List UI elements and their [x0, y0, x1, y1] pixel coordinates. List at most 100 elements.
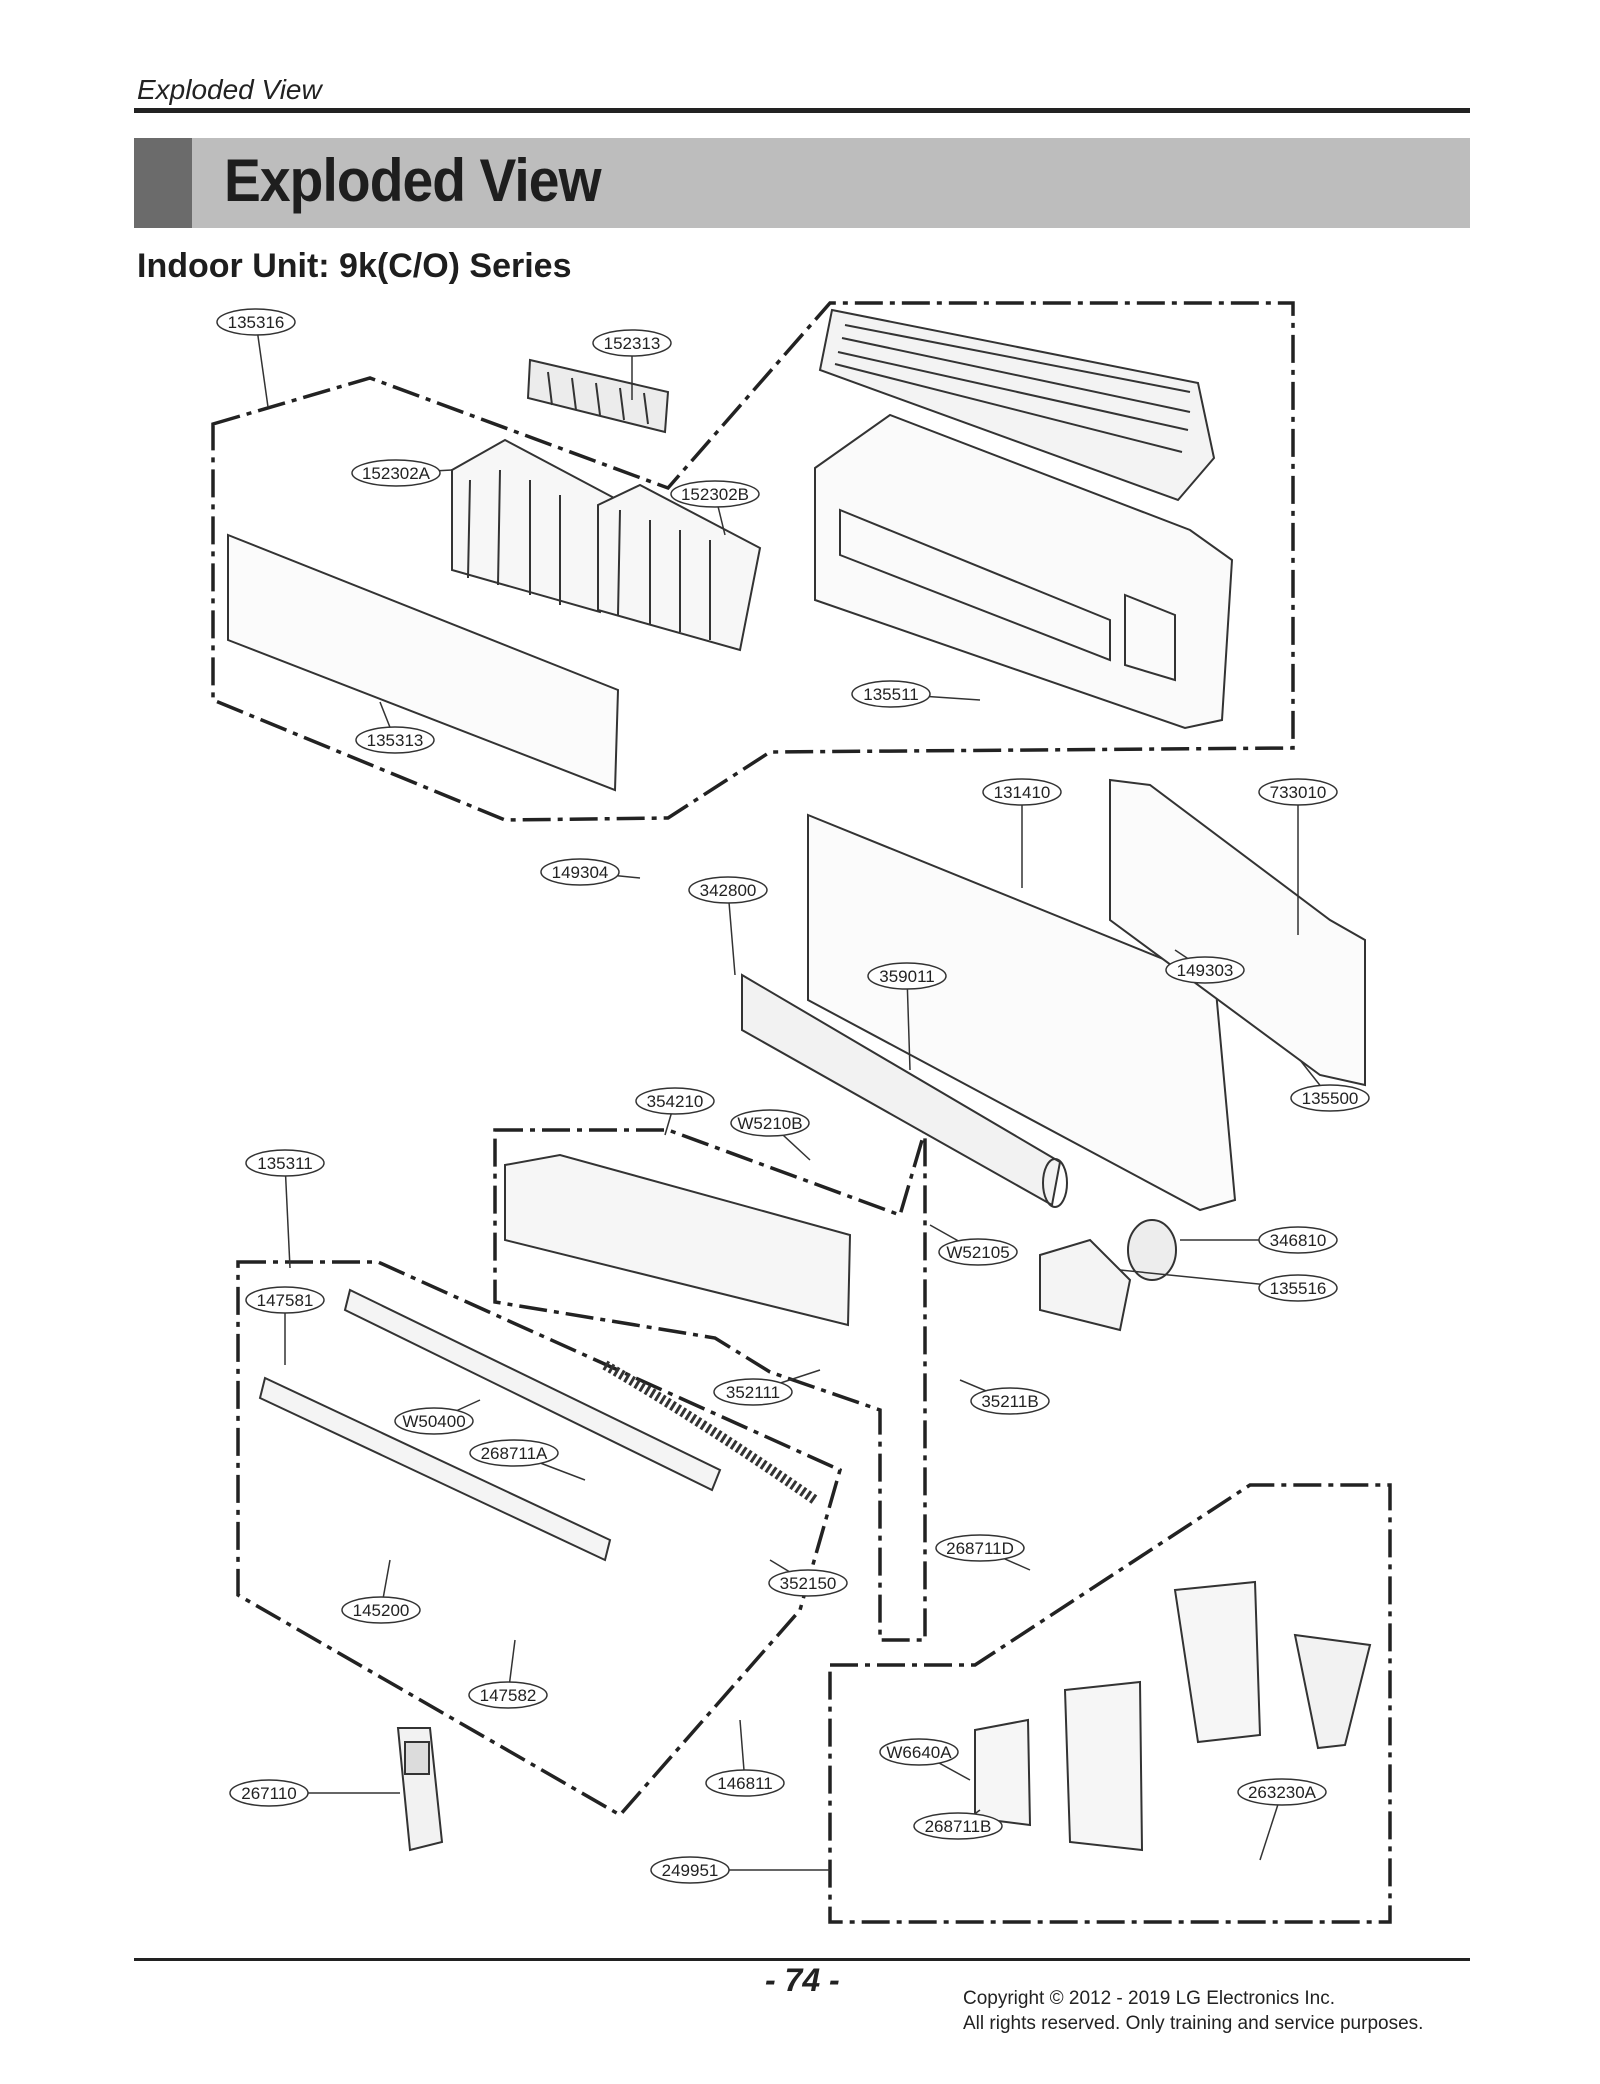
callout-149303: 149303 [1165, 949, 1245, 984]
part-drawings [227, 308, 1372, 1852]
callout-249951: 249951 [650, 1856, 830, 1884]
cross-flow-fan-drawing [741, 973, 1068, 1208]
section-heading: Indoor Unit: 9k(C/O) Series [137, 247, 572, 285]
callout-bubble [1258, 778, 1338, 806]
louver-drawing [258, 1288, 722, 1562]
part-number-label: 149303 [1177, 961, 1234, 980]
callout-35211B: 35211B [959, 1379, 1050, 1415]
part-number-label: 352111 [726, 1383, 780, 1402]
callout-bubble [867, 962, 947, 990]
air-filter-right-drawing [597, 483, 762, 652]
part-number-label: 152313 [604, 334, 661, 353]
callout-147582: 147582 [468, 1639, 548, 1709]
callout-135311: 135311 [245, 1149, 325, 1269]
callout-bubble [705, 1769, 785, 1797]
title-accent-block [134, 138, 192, 228]
part-number-label: 342800 [700, 881, 757, 900]
callout-W6640A: W6640A [879, 1738, 971, 1781]
callout-W5210B: W5210B [730, 1109, 811, 1161]
callout-152302B: 152302B [670, 480, 760, 536]
copyright-line-2: All rights reserved. Only training and s… [963, 2013, 1424, 2034]
callout-bubble [635, 1087, 715, 1115]
callout-152313: 152313 [592, 329, 672, 400]
part-number-label: W6640A [886, 1743, 952, 1762]
callout-359011: 359011 [867, 962, 947, 1071]
copyright-notice: Copyright © 2012 - 2019 LG Electronics I… [963, 1986, 1423, 2036]
callout-bubble [935, 1534, 1025, 1562]
drain-pan-drawing [807, 813, 1237, 1212]
callout-bubble [1237, 1778, 1327, 1806]
callout-bubble [713, 1378, 793, 1406]
callout-bubble [938, 1238, 1018, 1266]
filter-cover-drawing [526, 358, 670, 434]
front-panel-drawing [227, 533, 620, 792]
air-filter-left-drawing [451, 438, 620, 614]
part-number-label: 152302A [362, 464, 431, 483]
part-number-label: W52105 [946, 1243, 1009, 1262]
callout-bubble [216, 308, 296, 336]
callout-268711B: 268711B [913, 1809, 1003, 1840]
callout-bubble [592, 329, 672, 357]
callout-bubble [540, 858, 620, 886]
part-number-label: 135313 [367, 731, 424, 750]
part-number-label: 268711B [925, 1817, 992, 1836]
callout-leader-line [255, 321, 269, 408]
callout-135500: 135500 [1290, 1059, 1370, 1112]
callout-bubble [851, 680, 931, 708]
part-number-label: 354210 [647, 1092, 704, 1111]
part-number-label: 263230A [1248, 1783, 1317, 1802]
part-number-label: 147582 [480, 1686, 537, 1705]
callout-354210: 354210 [635, 1087, 715, 1136]
copyright-line-1: Copyright © 2012 - 2019 LG Electronics I… [963, 1988, 1336, 2009]
callout-leader-line [906, 975, 911, 1071]
part-number-label: 35211B [981, 1392, 1038, 1411]
part-number-label: 268711D [946, 1539, 1014, 1558]
callout-147581: 147581 [245, 1286, 325, 1365]
callout-342800: 342800 [688, 876, 768, 976]
top-grille-drawing [818, 308, 1216, 502]
callout-leader-line [284, 1162, 291, 1269]
callout-bubble [970, 1387, 1050, 1415]
part-number-label: 135311 [257, 1154, 312, 1173]
part-number-label: 147581 [257, 1291, 314, 1310]
callout-152302A: 152302A [351, 459, 453, 487]
chassis-drawing [814, 413, 1234, 730]
motor-drawing [1039, 1219, 1177, 1332]
part-number-label: 135316 [228, 313, 285, 332]
callout-bubble [468, 1681, 548, 1709]
callout-bubble [1258, 1226, 1338, 1254]
control-box-group-outline [828, 1483, 1392, 1924]
callout-bubble [879, 1738, 959, 1766]
callout-bubble [245, 1149, 325, 1177]
callout-bubble [341, 1596, 421, 1624]
front-panel-group-outline [211, 301, 1295, 822]
part-number-label: 249951 [662, 1861, 719, 1880]
callout-W50400: W50400 [394, 1399, 481, 1435]
part-number-label: 352150 [780, 1574, 837, 1593]
callout-135516: 135516 [1119, 1269, 1338, 1302]
part-number-label: 359011 [879, 967, 934, 986]
part-number-label: 149304 [552, 863, 609, 882]
installation-plate-drawing [1109, 778, 1366, 1087]
assembly-group-outlines [211, 301, 1392, 1924]
callout-bubble [394, 1407, 474, 1435]
part-number-label: 152302B [681, 485, 749, 504]
part-number-label: 146811 [717, 1774, 772, 1793]
callout-733010: 733010 [1258, 778, 1338, 935]
control-box-drawing [974, 1580, 1372, 1852]
callout-bubble [768, 1569, 848, 1597]
part-number-label: 135500 [1302, 1089, 1359, 1108]
part-number-label: 135511 [863, 685, 918, 704]
callout-bubble [351, 459, 441, 487]
evaporator-drawing [504, 1153, 852, 1327]
callout-bubble [1290, 1084, 1370, 1112]
callout-267110: 267110 [229, 1779, 400, 1807]
callout-146811: 146811 [705, 1719, 785, 1797]
callout-bubble [650, 1856, 730, 1884]
part-number-label: 131410 [994, 783, 1051, 802]
callout-bubble [982, 778, 1062, 806]
part-number-label: 268711A [481, 1444, 548, 1463]
callout-352111: 352111 [713, 1369, 821, 1406]
callout-bubble [245, 1286, 325, 1314]
